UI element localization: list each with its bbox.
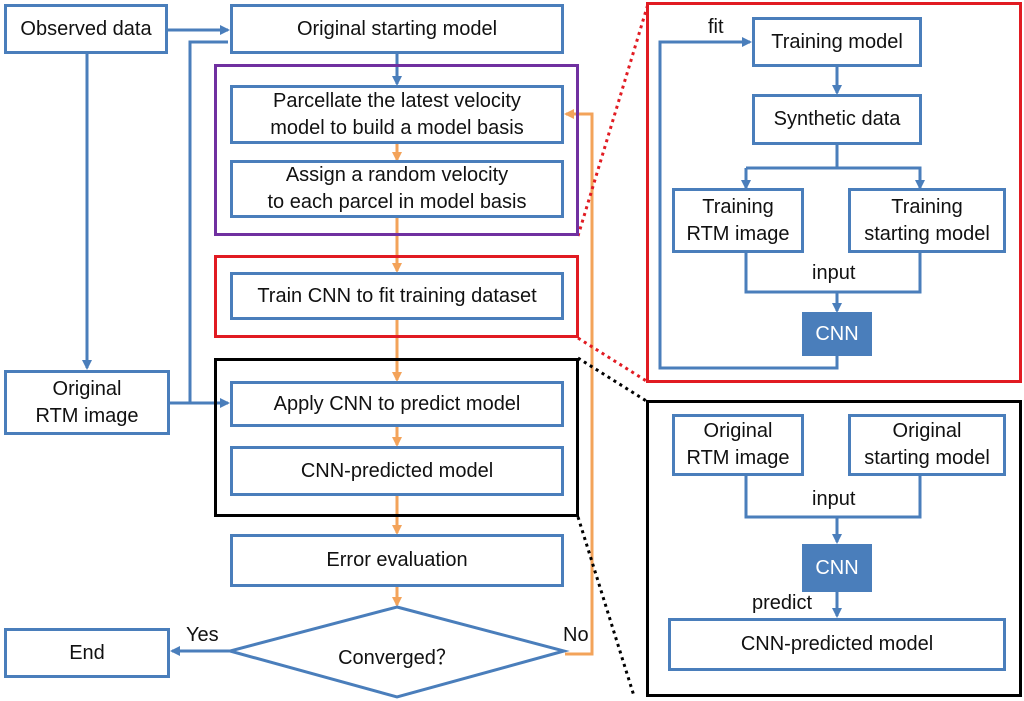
observed-data-box: Observed data <box>4 4 168 54</box>
zoom-line-red <box>577 336 649 384</box>
original-starting-model-box: Original starting model <box>230 4 564 54</box>
zoom-line-black-bottom <box>576 516 636 697</box>
fit-loop-arrow <box>658 37 839 370</box>
training-frame <box>214 255 579 338</box>
training-rtm-image-box: Training RTM image <box>672 188 804 253</box>
merge-training <box>744 253 922 294</box>
merge-original <box>744 476 922 519</box>
apply-cnn-box: Apply CNN to predict model <box>230 381 564 427</box>
original-rtm-image-box: Original RTM image <box>4 370 170 435</box>
error-evaluation-box: Error evaluation <box>230 534 564 587</box>
synthetic-data-box: Synthetic data <box>752 94 922 145</box>
training-input-label: input <box>812 262 856 284</box>
training-detail-frame <box>646 2 1022 383</box>
predict-input-label: input <box>812 488 856 510</box>
cnn-predict-block: CNN <box>802 544 872 592</box>
converged-diamond <box>224 605 570 699</box>
training-starting-model-box: Training starting model <box>848 188 1006 253</box>
predict-label: predict <box>752 592 813 614</box>
zoom-line-red-top <box>576 3 650 237</box>
cnn-training-block: CNN <box>802 312 872 356</box>
parcellate-box: Parcellate the latest velocity model to … <box>230 85 564 144</box>
cnn-predicted-model-box: CNN-predicted model <box>230 446 564 496</box>
model-basis-frame <box>214 64 579 236</box>
train-cnn-box: Train CNN to fit training dataset <box>230 272 564 320</box>
original-rtm-image-detail-box: Original RTM image <box>672 414 804 476</box>
split-right <box>837 166 925 190</box>
yes-label: Yes <box>186 624 219 646</box>
arrow-no-loop <box>564 109 594 656</box>
no-label: No <box>563 624 589 646</box>
prediction-frame <box>214 358 579 517</box>
assign-velocity-box: Assign a random velocity to each parcel … <box>230 160 564 218</box>
zoom-line-black-top <box>577 356 649 404</box>
original-starting-model-detail-box: Original starting model <box>848 414 1006 476</box>
end-box: End <box>4 628 170 678</box>
fit-label: fit <box>708 16 724 38</box>
training-model-box: Training model <box>752 17 922 67</box>
prediction-detail-frame <box>646 400 1022 697</box>
connector-rtm-to-starting <box>188 40 228 403</box>
converged-label: Converged？ <box>338 647 456 669</box>
cnn-predicted-model-detail-box: CNN-predicted model <box>668 618 1006 671</box>
